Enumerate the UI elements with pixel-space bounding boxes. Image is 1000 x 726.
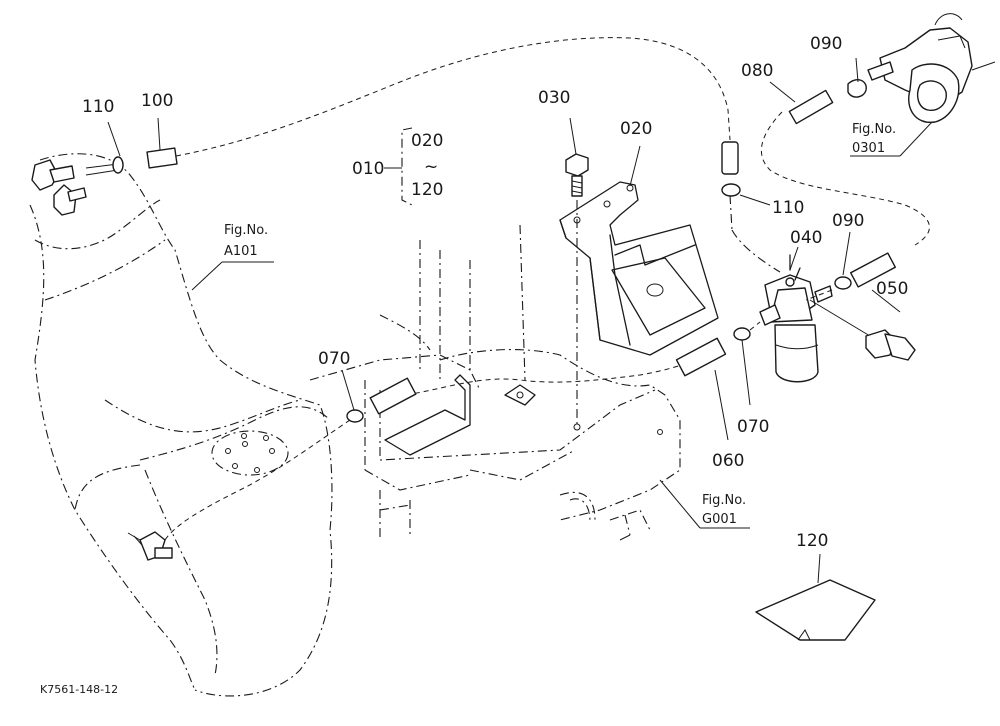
label-060: 060	[712, 451, 744, 471]
fig-g001-title: Fig.No.	[702, 493, 746, 508]
fuel-line-top	[85, 37, 731, 176]
label-110-left: 110	[82, 97, 114, 117]
label-070-left: 070	[318, 349, 350, 369]
part-labels: 110 100 010 020 ~ 120 030 020 080 090 11…	[82, 34, 908, 551]
fig-0301-title: Fig.No.	[852, 122, 896, 137]
bolt-050	[865, 329, 916, 361]
label-020: 020	[620, 119, 652, 139]
label-120: 120	[796, 531, 828, 551]
label-090-top: 090	[810, 34, 842, 54]
hose-060	[164, 321, 761, 541]
clamp-110-right	[721, 141, 741, 197]
fig-a101-title: Fig.No.	[224, 223, 268, 238]
filter-bracket	[559, 181, 719, 356]
elbow-fittings	[31, 159, 87, 216]
label-090-right: 090	[832, 211, 864, 231]
drawing-code: K7561-148-12	[40, 683, 118, 696]
fuel-tank-outline	[29, 153, 333, 697]
label-070-right: 070	[737, 417, 769, 437]
fuel-filter	[729, 194, 871, 383]
tank-outlet-fitting	[127, 531, 173, 561]
fig-a101-number: A101	[224, 244, 258, 259]
figure-references: Fig.No. A101 Fig.No. G001 Fig.No. 0301	[224, 122, 896, 527]
fuel-pump	[867, 13, 996, 123]
label-sheet-120	[755, 579, 876, 641]
label-010: 010	[352, 159, 384, 179]
fig-g001-number: G001	[702, 512, 737, 527]
label-range-mark: ~	[424, 157, 438, 177]
label-120-range: 120	[411, 180, 443, 200]
clamp-090-right	[805, 252, 896, 301]
leader-lines	[107, 57, 933, 584]
label-040: 040	[790, 228, 822, 248]
label-020-range: 020	[411, 131, 443, 151]
label-100: 100	[141, 91, 173, 111]
label-110-right: 110	[772, 198, 804, 218]
fig-0301-number: 0301	[852, 141, 885, 156]
label-080: 080	[741, 61, 773, 81]
label-030: 030	[538, 88, 570, 108]
label-050: 050	[876, 279, 908, 299]
hose-080	[761, 79, 930, 246]
range-brace	[401, 127, 413, 206]
frame-outline	[309, 224, 681, 541]
bolt-030	[565, 153, 589, 431]
